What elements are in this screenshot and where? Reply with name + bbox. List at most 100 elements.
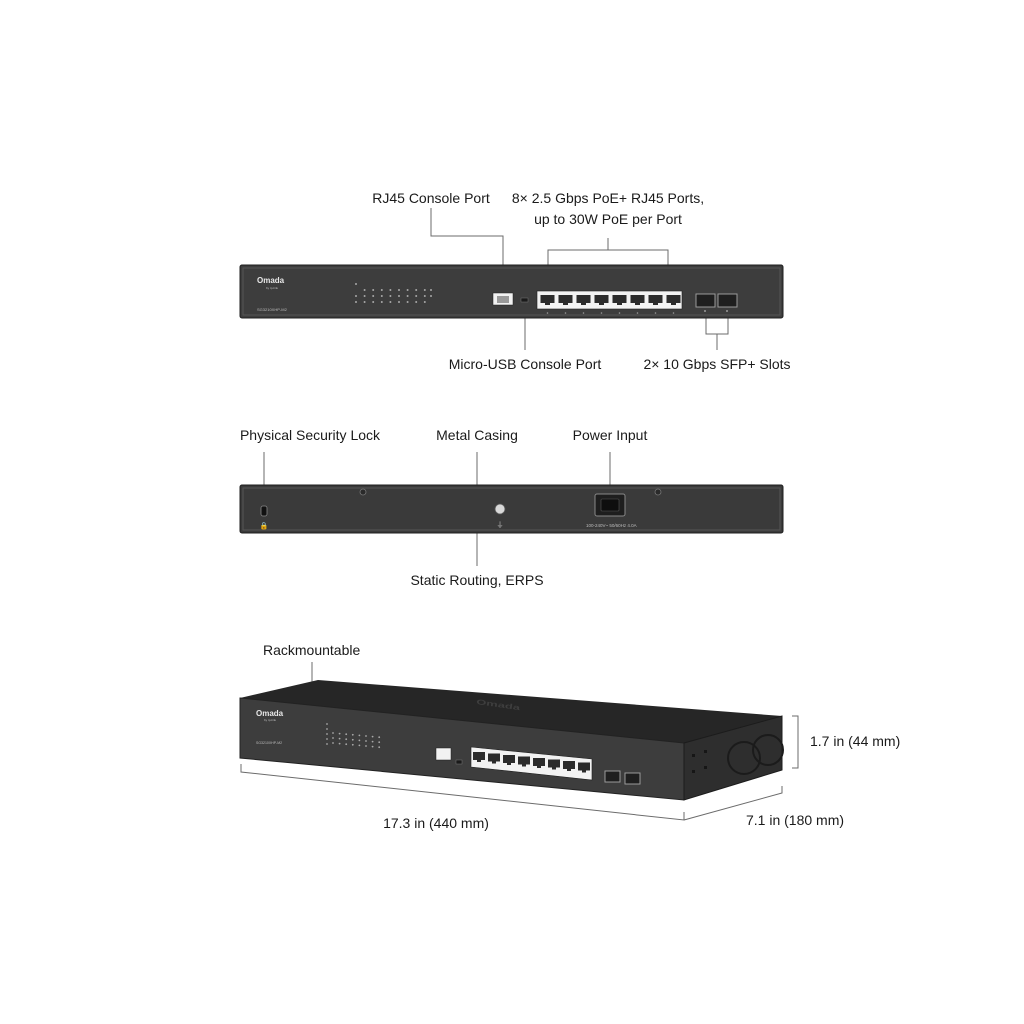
led-indicator [351, 738, 354, 741]
rj45-port-clip [477, 760, 481, 762]
led-indicator [365, 740, 367, 742]
led-indicator [423, 301, 426, 303]
front-micro-usb-port [520, 297, 529, 303]
iso-micro-usb-port [455, 759, 463, 765]
rear-ground-screw [494, 503, 506, 515]
rj45-port-clip [582, 770, 586, 773]
front-model-label: SG3210XHP-M2 [257, 307, 288, 312]
iso-brand-sub: by tp-link [264, 718, 277, 722]
led-indicator [355, 295, 357, 297]
rj45-port [578, 762, 590, 771]
dimension-height-bracket [792, 715, 799, 769]
front-chassis-bevel [242, 267, 781, 316]
rj45-port-clip [537, 766, 541, 768]
led-indicator [355, 283, 357, 285]
rj45-port-clip [599, 303, 604, 305]
led-indicator [398, 289, 400, 291]
front-brand-logo: Omada [257, 276, 285, 285]
label-physical-security-lock: Physical Security Lock [239, 427, 381, 443]
port-led [546, 312, 549, 314]
iso-sfp-slot-2 [624, 772, 641, 785]
led-indicator [415, 301, 418, 303]
led-indicator [358, 739, 361, 742]
iso-top-face [240, 680, 782, 743]
rj45-port [630, 295, 645, 303]
port-led [672, 312, 675, 314]
led-indicator [326, 738, 328, 740]
led-indicator [378, 741, 381, 744]
led-indicator [389, 295, 392, 297]
iso-sfp-slot-1 [604, 770, 621, 783]
iso-side-hole-4 [704, 766, 707, 769]
rj45-port-clip [653, 303, 658, 305]
rj45-port [648, 295, 663, 303]
led-indicator [372, 301, 375, 303]
led-indicator [338, 737, 341, 740]
label-micro-usb-console-port: Micro-USB Console Port [448, 356, 602, 372]
led-indicator [398, 295, 400, 297]
label-height-dimension: 1.7 in (44 mm) [810, 733, 901, 749]
rj45-port-clip [522, 764, 526, 767]
rj45-port-clip [552, 767, 556, 770]
iso-port-block [470, 746, 593, 781]
rj45-port-clip [567, 769, 571, 771]
led-indicator [423, 289, 426, 291]
led-indicator [363, 289, 366, 291]
lock-icon: 🔒 [260, 522, 269, 530]
rj45-port [612, 295, 627, 303]
led-indicator [380, 289, 383, 291]
led-indicator [326, 743, 328, 745]
led-indicator [380, 301, 383, 303]
iso-side-hole-2 [692, 770, 695, 773]
front-sfp-led-2 [726, 310, 728, 312]
label-metal-casing: Metal Casing [436, 427, 518, 443]
led-indicator [371, 735, 374, 738]
led-indicator [406, 289, 409, 291]
led-indicator [406, 301, 409, 303]
led-indicator [406, 295, 409, 297]
led-indicator [358, 744, 361, 747]
front-brand-sub: by tp-link [266, 286, 279, 290]
label-static-routing-erps: Static Routing, ERPS [410, 572, 544, 588]
rj45-port [488, 753, 500, 762]
front-sfp-slot-1 [695, 293, 716, 308]
led-indicator [423, 295, 426, 297]
front-chassis [239, 264, 784, 319]
rj45-port-clip [581, 303, 586, 305]
led-indicator [345, 743, 348, 746]
port-led [582, 312, 585, 314]
rj45-port [666, 295, 681, 303]
front-view: Omada by tp-link SG3210XHP-M2 [239, 208, 784, 350]
led-indicator [363, 301, 366, 303]
rj45-port [540, 295, 555, 303]
led-indicator [345, 738, 348, 741]
led-indicator [332, 737, 334, 739]
led-indicator [326, 728, 328, 730]
led-indicator [398, 301, 400, 303]
iso-side-hole-1 [692, 754, 695, 757]
led-indicator [372, 295, 375, 297]
label-power-input: Power Input [572, 427, 648, 443]
led-indicator [358, 734, 361, 737]
led-indicator [365, 735, 367, 737]
label-rj45-console-port: RJ45 Console Port [372, 190, 490, 206]
label-width-dimension: 17.3 in (440 mm) [383, 815, 489, 831]
rj45-port [533, 758, 545, 766]
led-indicator [326, 723, 328, 725]
iso-led-indicators [326, 723, 381, 749]
front-rj45-ports [536, 290, 683, 314]
iso-rj45-ports [470, 746, 593, 781]
led-indicator [378, 736, 381, 739]
rj45-port [576, 295, 591, 303]
label-depth-dimension: 7.1 in (180 mm) [746, 812, 845, 828]
led-indicator [338, 742, 341, 745]
led-indicator [415, 289, 418, 291]
rj45-port [558, 295, 573, 303]
iso-side-fan-2 [752, 734, 784, 766]
port-led [636, 312, 639, 314]
led-indicator [351, 733, 354, 736]
rj45-port-clip [492, 761, 496, 764]
rj45-port [548, 759, 560, 768]
rear-view: 🔒 ⏚ 100-240V~ 50/60Hz 4.0A [239, 452, 784, 566]
led-indicator [355, 301, 357, 303]
